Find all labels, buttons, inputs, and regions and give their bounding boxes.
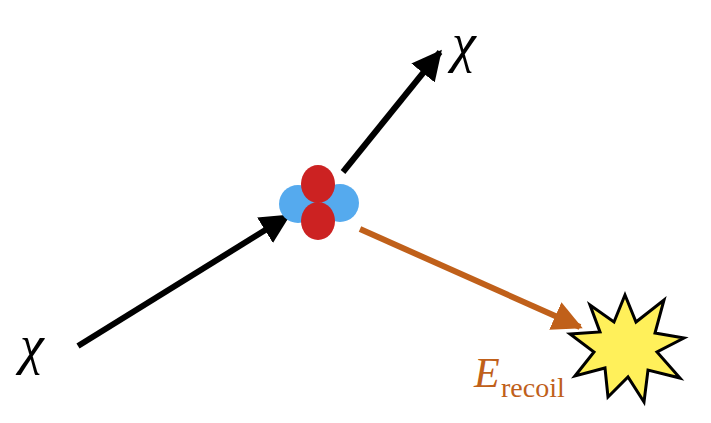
nucleon <box>301 165 335 203</box>
nucleon <box>301 202 335 240</box>
incoming-arrow <box>78 216 288 346</box>
particle-label: χ <box>452 16 476 70</box>
outgoing-arrow <box>343 52 440 172</box>
detection-flash <box>570 295 684 402</box>
energy-subscript: recoil <box>501 374 565 402</box>
particle-label: χ <box>20 318 44 372</box>
nucleus <box>279 165 359 240</box>
energy-label: E <box>474 352 500 394</box>
recoil-arrow <box>360 229 580 327</box>
